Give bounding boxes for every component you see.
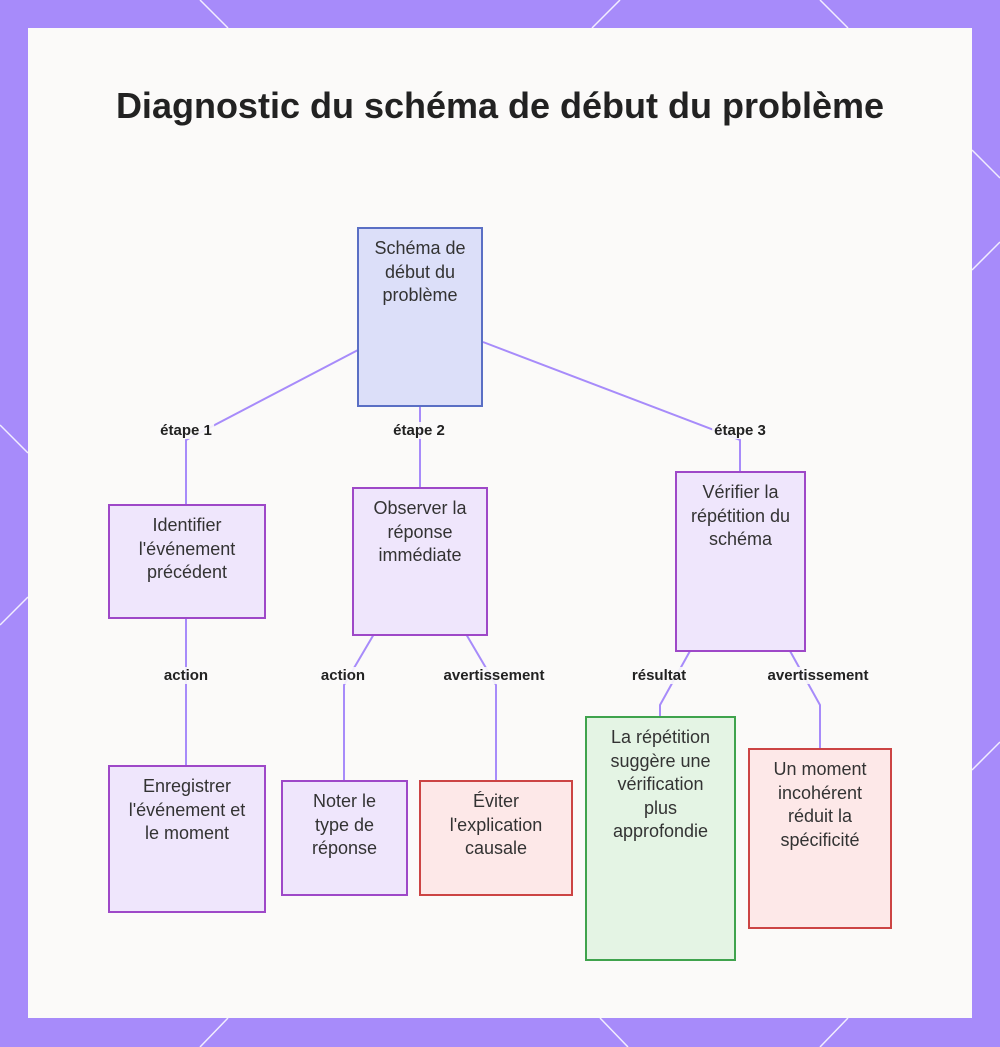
node-note: Noter le type de réponse [281,780,408,896]
node-step2: Observer la réponse immédiate [352,487,488,636]
edge-warning2 [789,650,821,749]
edge-label-action2: action [318,667,368,684]
edge-label-warning2: avertissement [765,667,871,684]
node-note-label: Noter le type de réponse [311,791,378,858]
node-record-label: Enregistrer l'événement et le moment [128,776,246,843]
edge-label-action1: action [161,667,211,684]
node-moment: Un moment incohérent réduit la spécifici… [748,748,892,929]
diagram-title: Diagnostic du schéma de début du problèm… [115,85,885,126]
edge-label-warning1: avertissement [441,667,547,684]
node-step3-label: Vérifier la répétition du schéma [690,482,791,549]
node-step1-label: Identifier l'événement précédent [138,515,236,582]
node-step1: Identifier l'événement précédent [108,504,266,619]
edge-warning1 [465,633,497,781]
node-step2-label: Observer la réponse immédiate [373,498,467,565]
edge-step3 [482,341,741,472]
edge-label-step1: étape 1 [158,422,214,439]
node-root-label: Schéma de début du problème [374,238,466,305]
edge-label-step3: étape 3 [712,422,768,439]
edge-action2 [343,633,375,781]
edge-result [659,650,691,717]
edge-step1 [185,349,359,505]
node-repetition-label: La répétition suggère une vérification p… [610,727,711,841]
edge-label-step2: étape 2 [391,422,447,439]
node-repetition: La répétition suggère une vérification p… [585,716,736,961]
node-avoid-label: Éviter l'explication causale [449,791,543,858]
edge-label-result: résultat [629,667,689,684]
node-step3: Vérifier la répétition du schéma [675,471,806,652]
node-avoid: Éviter l'explication causale [419,780,573,896]
node-root: Schéma de début du problème [357,227,483,407]
node-moment-label: Un moment incohérent réduit la spécifici… [773,759,867,850]
node-record: Enregistrer l'événement et le moment [108,765,266,913]
